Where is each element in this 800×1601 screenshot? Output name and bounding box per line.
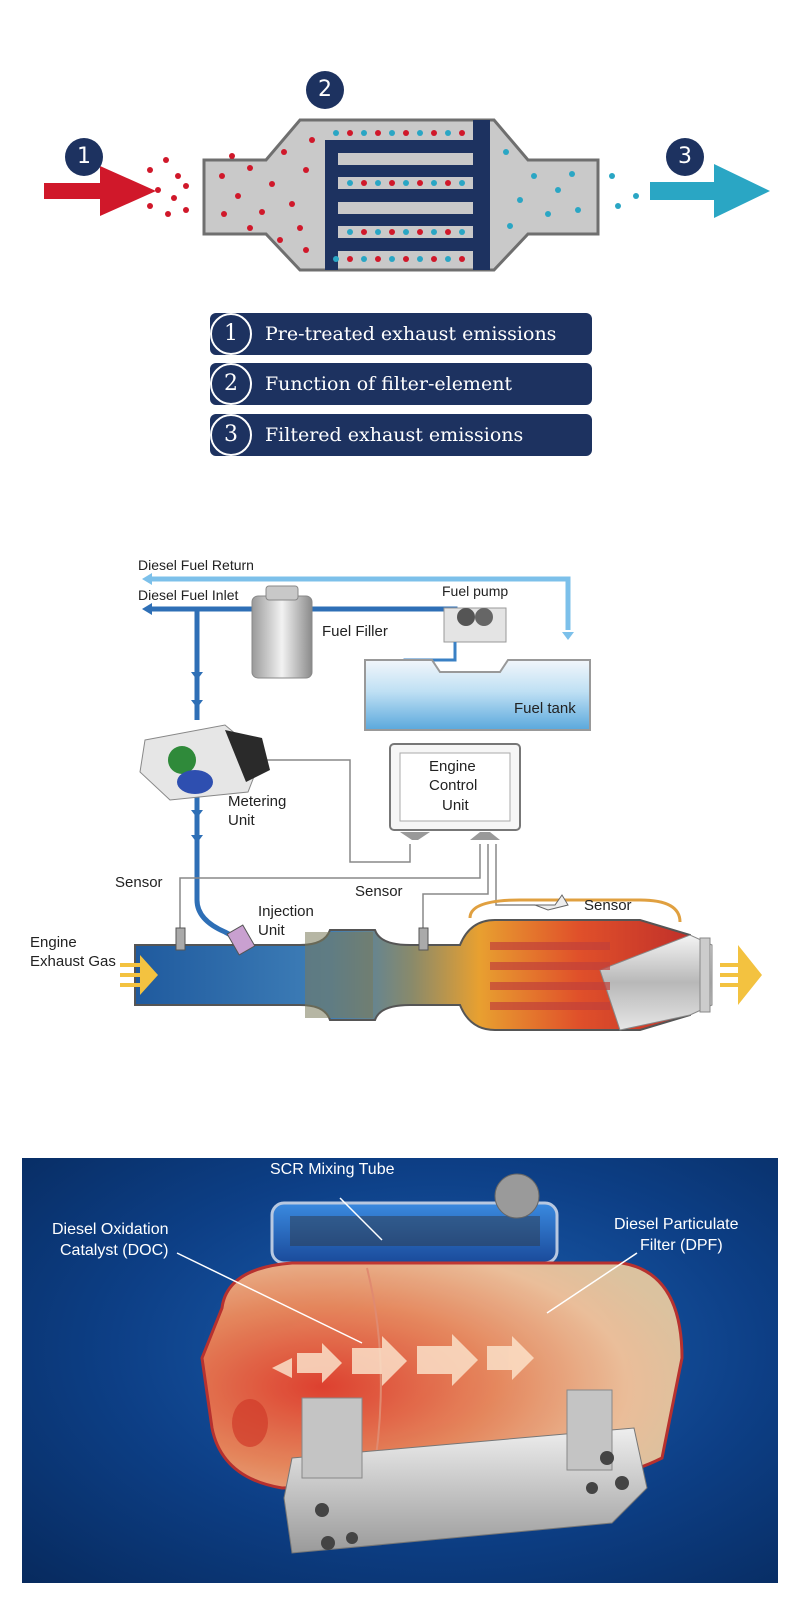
label-exhaust-line2: Exhaust Gas	[30, 953, 116, 970]
badge-2: 2	[306, 71, 344, 109]
scr-schematic	[120, 573, 762, 1031]
filter-element	[325, 120, 490, 270]
label-injection-line2: Unit	[258, 922, 285, 939]
filter-schematic	[44, 118, 770, 272]
legend-number: 2	[210, 363, 252, 405]
legend-row-1: 1 Pre-treated exhaust emissions	[210, 313, 592, 355]
legend-row-2: 2 Function of filter-element	[210, 363, 592, 405]
label-exhaust-line1: Engine	[30, 934, 77, 951]
inlet-port	[232, 1399, 268, 1447]
label-sensor-right: Sensor	[584, 897, 632, 914]
sensor-right-body	[534, 894, 569, 911]
label-diesel-fuel-inlet: Diesel Fuel Inlet	[138, 587, 239, 603]
legend-number: 3	[210, 414, 252, 456]
metering-wire	[265, 759, 411, 863]
mounting-bracket	[283, 1427, 648, 1554]
legend-text: Pre-treated exhaust emissions	[265, 323, 557, 345]
sensor-probe-mid	[418, 927, 429, 951]
soot-particles	[147, 130, 465, 262]
label-fuel-filler: Fuel Filler	[322, 623, 388, 640]
exhaust-system	[120, 898, 762, 1031]
fuel-pump	[443, 607, 507, 643]
label-injection-line1: Injection	[258, 903, 314, 920]
label-dpf-line1: Diesel Particulate	[614, 1216, 739, 1233]
filter-diagram: 1 2 3 1 Pre-treated exhaust emissions 2 …	[0, 0, 800, 470]
label-scr-mixing-tube: SCR Mixing Tube	[270, 1161, 395, 1178]
turbo-inlet	[494, 1173, 540, 1219]
badge-1: 1	[65, 138, 103, 176]
label-sensor-mid: Sensor	[355, 883, 403, 900]
aftertreatment-rendering	[176, 1173, 684, 1554]
fuel-return-line	[150, 576, 571, 630]
label-doc-line1: Diesel Oxidation	[52, 1221, 169, 1238]
sensor-probe-left	[175, 927, 186, 951]
scr-system-diagram: Diesel Fuel Return Diesel Fuel Inlet Fue…	[0, 557, 800, 1060]
badge-3: 3	[666, 138, 704, 176]
return-arrow	[142, 573, 152, 585]
label-metering-line1: Metering	[228, 793, 287, 810]
label-fuel-pump: Fuel pump	[442, 583, 509, 599]
legend-number: 1	[210, 313, 252, 355]
label-ecu-line2: Control	[429, 777, 478, 794]
sensor-wire-left	[179, 844, 481, 930]
injection-unit-body	[226, 924, 256, 956]
sensor-wire-right	[495, 844, 535, 906]
fuel-tank	[364, 659, 591, 731]
legend-row-3: 3 Filtered exhaust emissions	[210, 414, 592, 456]
metering-unit	[139, 724, 270, 801]
dosing-line	[194, 788, 242, 943]
inlet-arrow-left	[142, 603, 152, 615]
label-fuel-tank: Fuel tank	[514, 700, 576, 717]
fuel-filler	[251, 585, 313, 679]
aftertreatment-panel: SCR Mixing Tube Diesel Oxidation Catalys…	[22, 1158, 778, 1583]
label-doc-line2: Catalyst (DOC)	[60, 1242, 169, 1259]
label-ecu-line1: Engine	[429, 758, 476, 775]
inlet-arrow	[44, 166, 156, 216]
label-sensor-left: Sensor	[115, 874, 163, 891]
return-down-arrow	[562, 632, 574, 640]
legend-text: Filtered exhaust emissions	[265, 424, 524, 446]
engine-control-unit	[389, 743, 521, 840]
legend-text: Function of filter-element	[265, 373, 513, 395]
label-ecu-line3: Unit	[442, 797, 469, 814]
outlet-arrow	[650, 164, 770, 218]
label-diesel-fuel-return: Diesel Fuel Return	[138, 557, 254, 573]
clean-particles	[333, 130, 639, 262]
label-metering-line2: Unit	[228, 812, 255, 829]
label-dpf-line2: Filter (DPF)	[640, 1237, 723, 1254]
sensor-wire-mid	[422, 844, 489, 930]
